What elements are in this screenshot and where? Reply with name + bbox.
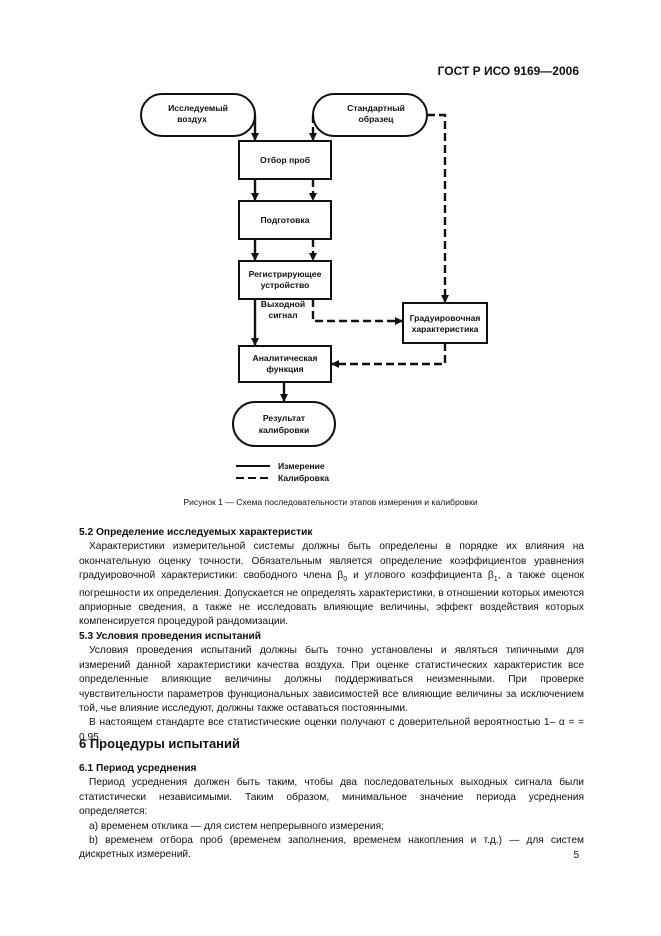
section-5-3-paragraph-1: Условия проведения испытаний должны быть… <box>79 645 584 714</box>
node-result-shape <box>232 401 336 447</box>
section-6-1: 6.1 Период усреднения Период усреднения … <box>79 762 584 863</box>
section-6-heading: 6 Процедуры испытаний <box>79 736 241 751</box>
node-sampling-shape <box>238 140 332 180</box>
section-5-3-heading: 5.3 Условия проведения испытаний <box>79 630 262 642</box>
legend-measure-label: Измерение <box>278 461 325 471</box>
section-5-3-paragraph-2: В настоящем стандарте все статистические… <box>79 717 584 743</box>
page-number: 5 <box>573 850 579 861</box>
node-calib-shape <box>402 302 488 344</box>
node-prep-shape <box>238 200 332 240</box>
node-prep-label: Подготовка <box>261 215 310 225</box>
node-sampling-label: Отбор проб <box>260 155 310 165</box>
document-code: ГОСТ Р ИСО 9169—2006 <box>437 64 579 78</box>
section-5-2: 5.2 Определение исследуемых характеристи… <box>79 526 584 745</box>
section-5-2-paragraph: Характеристики измерительной системы дол… <box>79 541 584 628</box>
legend-calib-label: Калибровка <box>278 473 329 483</box>
calibration-lines <box>309 113 449 368</box>
list-item-b: b) временем отбора проб (временем заполн… <box>79 835 584 861</box>
section-6-1-paragraph: Период усреднения должен быть таким, что… <box>79 777 584 818</box>
list-item-a: а) временем отклика — для систем непреры… <box>89 820 384 832</box>
section-6-1-heading: 6.1 Период усреднения <box>79 763 197 774</box>
section-5-2-heading: 5.2 Определение исследуемых характеристи… <box>79 527 313 538</box>
figure-caption: Рисунок 1 — Схема последовательности эта… <box>183 497 478 507</box>
measurement-lines <box>251 115 288 402</box>
node-recorder-shape <box>238 260 332 300</box>
